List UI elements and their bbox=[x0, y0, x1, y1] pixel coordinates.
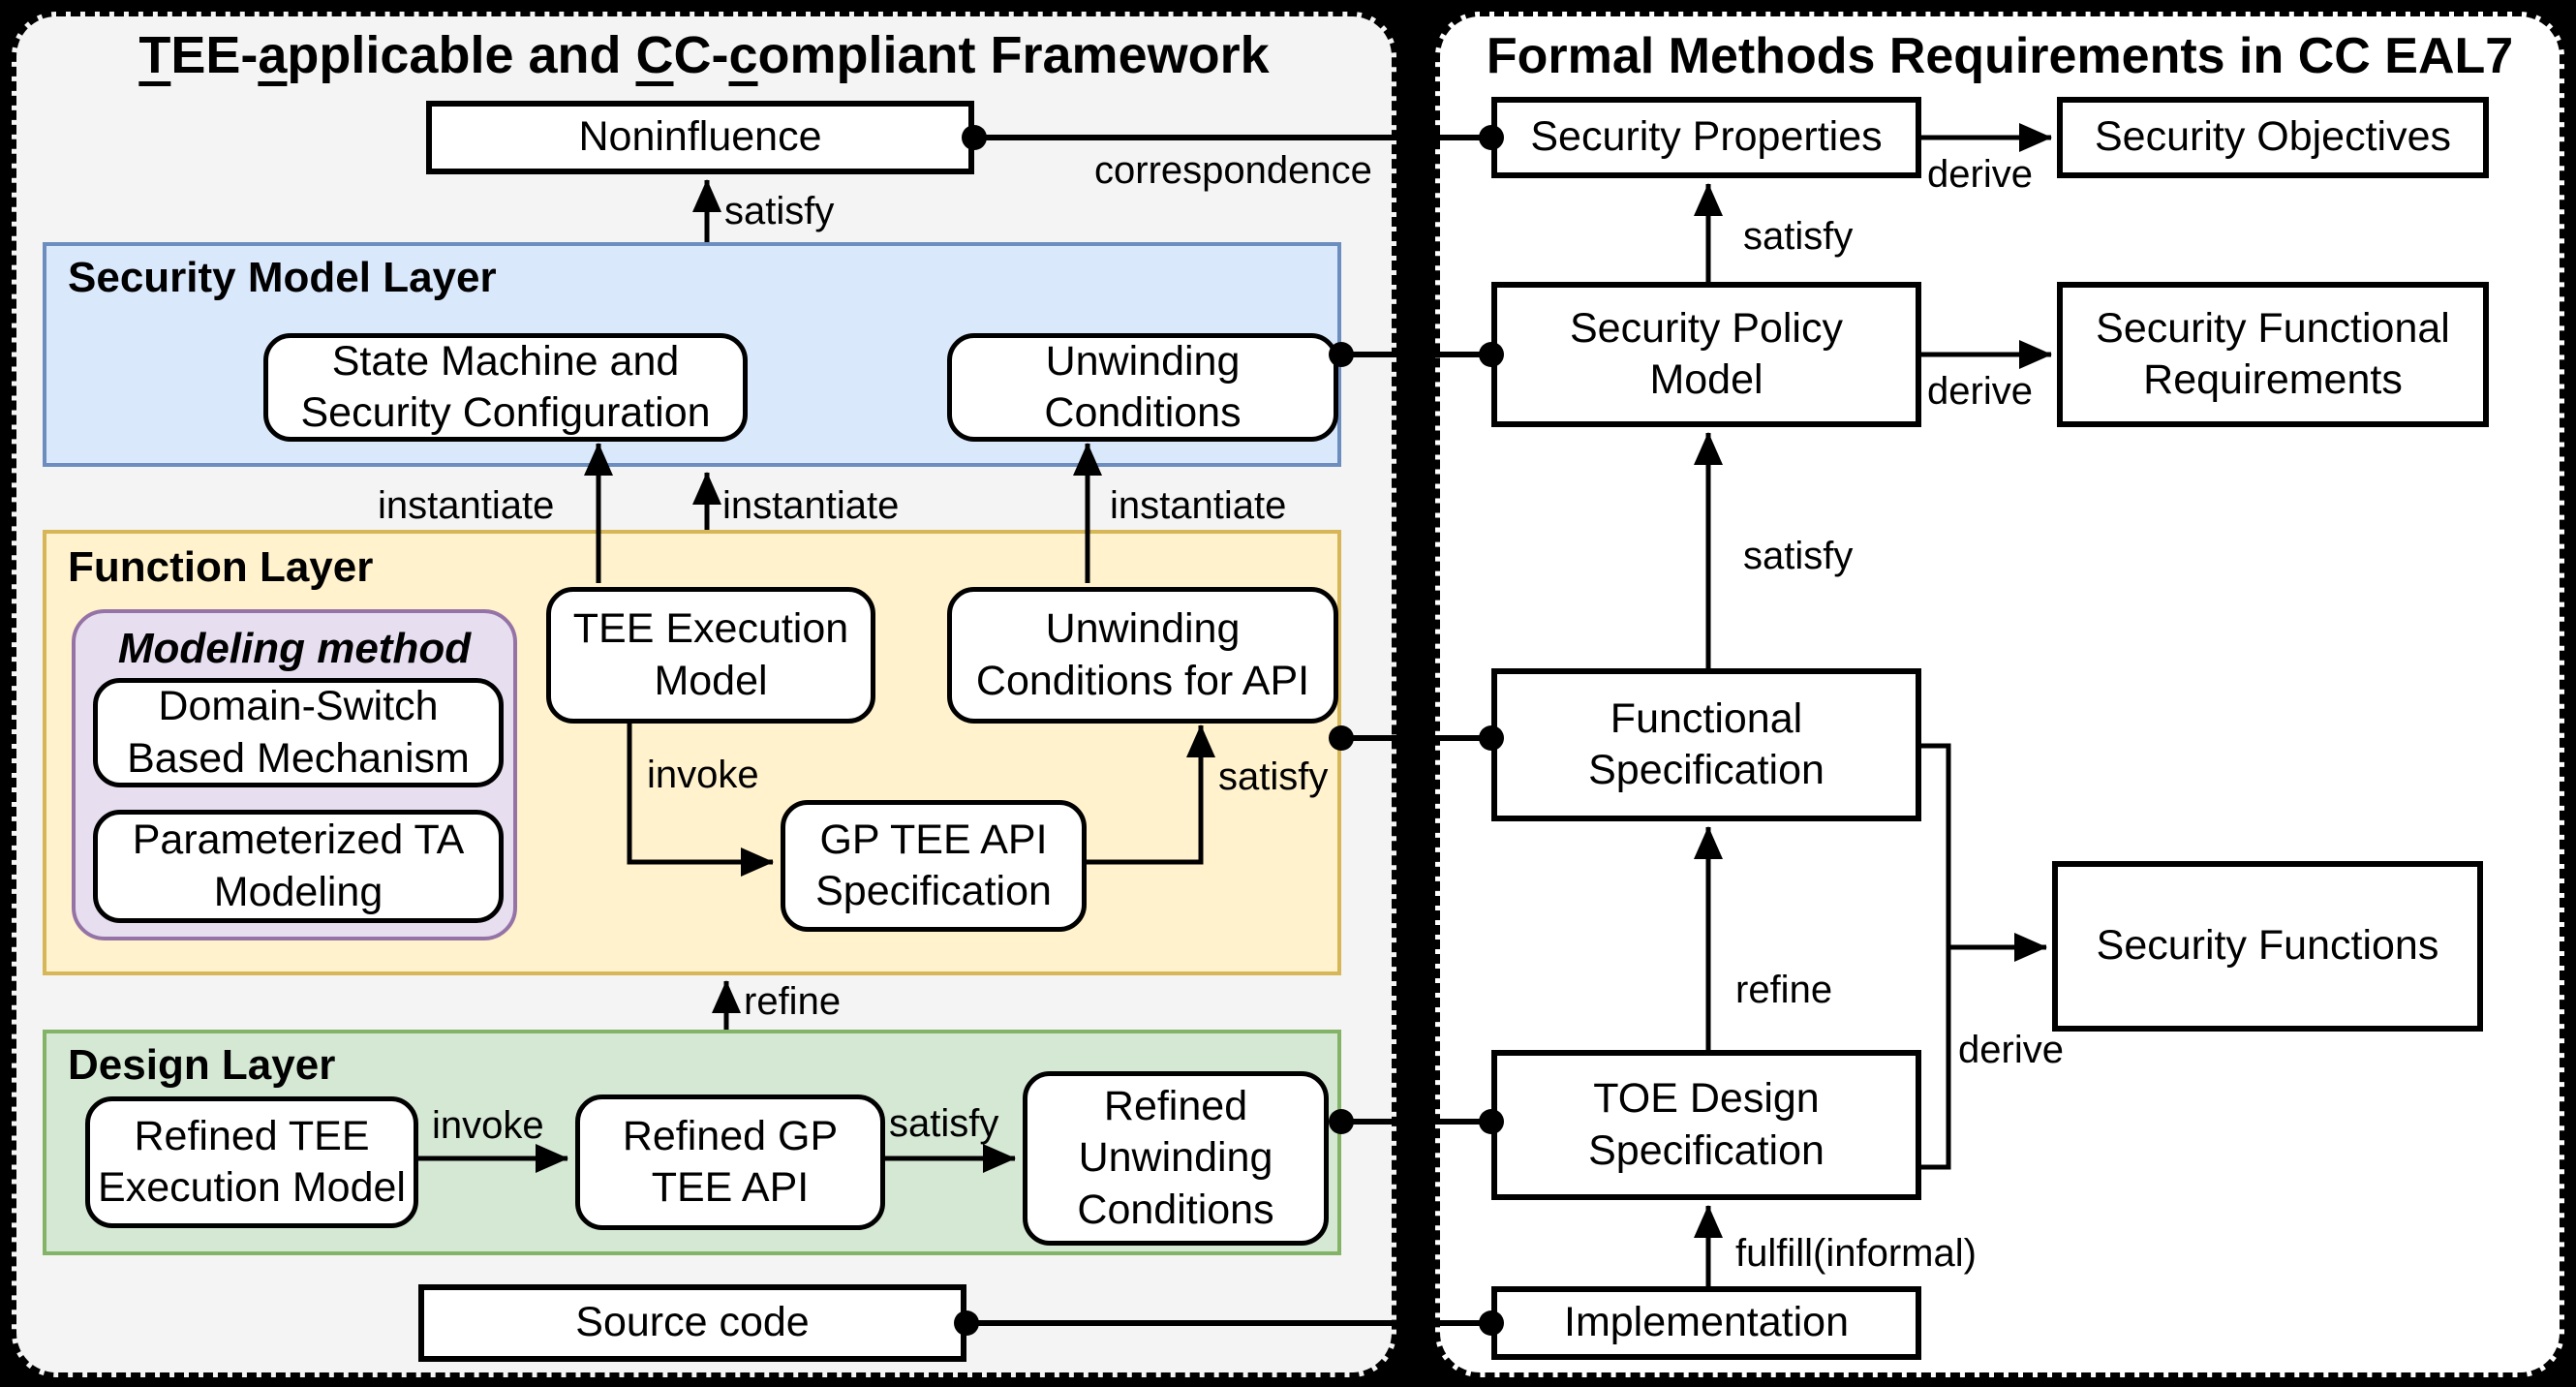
edge-label-correspondence: correspondence bbox=[1094, 149, 1372, 192]
node-label-line: Model bbox=[654, 657, 768, 704]
node-label-line: Specification bbox=[1588, 1126, 1825, 1174]
node-label: Security Functions bbox=[2096, 922, 2439, 970]
node-refined-gp-tee-api: Refined GP TEE API bbox=[575, 1094, 885, 1230]
node-label: Security Properties bbox=[1530, 113, 1883, 161]
edge-label-instantiate-3: instantiate bbox=[1110, 484, 1287, 527]
node-functional-specification: Functional Specification bbox=[1491, 668, 1921, 821]
node-toe-design-specification: TOE Design Specification bbox=[1491, 1050, 1921, 1200]
left-panel-title: TEE-applicable and CC-compliant Framewor… bbox=[12, 25, 1396, 85]
node-label-line: Unwinding bbox=[1045, 605, 1241, 653]
node-label-line: Security Functional bbox=[2096, 304, 2450, 352]
node-unwinding-conditions: Unwinding Conditions bbox=[947, 333, 1338, 442]
right-panel-title: Formal Methods Requirements in CC EAL7 bbox=[1486, 28, 2514, 84]
layer-function: Function Layer Modeling method Domain-Sw… bbox=[43, 530, 1341, 975]
node-label: Noninfluence bbox=[578, 113, 822, 161]
node-label-line: State Machine and bbox=[331, 337, 680, 385]
group-modeling-method: Modeling method Domain-Switch Based Mech… bbox=[72, 609, 517, 940]
node-label-line: TEE API bbox=[651, 1164, 810, 1211]
node-label-line: Security Policy bbox=[1570, 304, 1843, 352]
node-label-line: Functional bbox=[1610, 694, 1803, 742]
edge-label-refine-right: refine bbox=[1735, 969, 1833, 1011]
node-label-line: Refined TEE bbox=[134, 1112, 370, 1159]
node-gp-tee-api-specification: GP TEE API Specification bbox=[781, 800, 1087, 932]
title-part: pplicable and bbox=[287, 26, 636, 84]
edge-label-invoke-design: invoke bbox=[432, 1104, 544, 1147]
node-label: Source code bbox=[575, 1299, 810, 1346]
node-implementation: Implementation bbox=[1491, 1286, 1921, 1360]
node-label-line: Refined bbox=[1103, 1083, 1248, 1130]
node-unwinding-conditions-for-api: Unwinding Conditions for API bbox=[947, 587, 1338, 724]
layer-title-security-model: Security Model Layer bbox=[68, 254, 497, 301]
edge-label-invoke-function: invoke bbox=[647, 754, 759, 796]
node-label-line: Unwinding bbox=[1045, 337, 1241, 385]
edge-label-derive-sfr: derive bbox=[1927, 370, 2033, 413]
node-state-machine-security-configuration: State Machine and Security Configuration bbox=[263, 333, 748, 442]
layer-security-model: Security Model Layer State Machine and S… bbox=[43, 242, 1341, 467]
edge-label-satisfy-properties: satisfy bbox=[1743, 215, 1854, 258]
node-tee-execution-model: TEE Execution Model bbox=[546, 587, 875, 724]
edge-label-derive-objectives: derive bbox=[1927, 153, 2033, 196]
node-label-line: GP TEE API bbox=[819, 816, 1048, 863]
node-security-properties: Security Properties bbox=[1491, 97, 1921, 178]
node-domain-switch-mechanism: Domain-Switch Based Mechanism bbox=[93, 678, 504, 787]
edge-label-satisfy-design: satisfy bbox=[889, 1102, 999, 1145]
title-part: EE- bbox=[170, 26, 259, 84]
node-label-line: Execution Model bbox=[98, 1164, 406, 1211]
title-part: C bbox=[635, 26, 674, 84]
group-title-modeling-method: Modeling method bbox=[117, 625, 472, 672]
layer-title-design: Design Layer bbox=[68, 1041, 336, 1089]
node-label-line: Specification bbox=[815, 868, 1052, 914]
node-source-code: Source code bbox=[418, 1284, 966, 1362]
layer-design: Design Layer Refined TEE Execution Model… bbox=[43, 1030, 1341, 1255]
node-label-line: Specification bbox=[1588, 747, 1825, 793]
title-part: a bbox=[258, 26, 288, 84]
edge-label-satisfy-policy: satisfy bbox=[1743, 535, 1854, 577]
title-part: T bbox=[138, 26, 171, 84]
node-label-line: Unwinding bbox=[1078, 1134, 1273, 1182]
node-label-line: Parameterized TA bbox=[132, 817, 465, 864]
title-part: c bbox=[728, 26, 758, 84]
edge-label-derive-functions: derive bbox=[1958, 1029, 2064, 1071]
node-parameterized-ta-modeling: Parameterized TA Modeling bbox=[93, 810, 504, 923]
node-security-functions: Security Functions bbox=[2052, 861, 2483, 1032]
title-part: C- bbox=[673, 26, 729, 84]
node-label: Security Objectives bbox=[2094, 113, 2452, 161]
node-refined-tee-execution-model: Refined TEE Execution Model bbox=[85, 1096, 418, 1228]
node-label-line: TOE Design bbox=[1593, 1075, 1820, 1123]
edge-label-satisfy-function: satisfy bbox=[1218, 755, 1329, 798]
layer-title-function: Function Layer bbox=[68, 543, 374, 591]
node-label-line: Conditions for API bbox=[975, 657, 1310, 704]
edge-label-satisfy-noninfluence: satisfy bbox=[724, 190, 835, 232]
edge-label-instantiate-1: instantiate bbox=[378, 484, 555, 527]
node-security-objectives: Security Objectives bbox=[2057, 97, 2489, 178]
edge-label-refine: refine bbox=[744, 980, 842, 1023]
node-security-policy-model: Security Policy Model bbox=[1491, 282, 1921, 427]
node-label-line: TEE Execution bbox=[572, 605, 849, 653]
node-label-line: Requirements bbox=[2143, 356, 2403, 403]
node-label-line: Conditions bbox=[1077, 1186, 1274, 1233]
edge-label-instantiate-2: instantiate bbox=[722, 484, 900, 527]
node-label-line: Based Mechanism bbox=[127, 734, 470, 782]
node-security-functional-requirements: Security Functional Requirements bbox=[2057, 282, 2489, 427]
node-label-line: Domain-Switch bbox=[158, 683, 439, 730]
title-part: ompliant Framework bbox=[757, 26, 1270, 84]
node-label-line: Modeling bbox=[213, 868, 383, 915]
node-noninfluence: Noninfluence bbox=[426, 101, 974, 174]
node-label-line: Model bbox=[1649, 356, 1763, 403]
edge-label-fulfill-informal: fulfill(informal) bbox=[1735, 1232, 1977, 1275]
node-label-line: Refined GP bbox=[622, 1112, 839, 1159]
node-refined-unwinding-conditions: Refined Unwinding Conditions bbox=[1023, 1071, 1329, 1246]
node-label-line: Conditions bbox=[1044, 389, 1242, 436]
node-label: Implementation bbox=[1564, 1299, 1849, 1346]
node-label-line: Security Configuration bbox=[300, 389, 711, 436]
